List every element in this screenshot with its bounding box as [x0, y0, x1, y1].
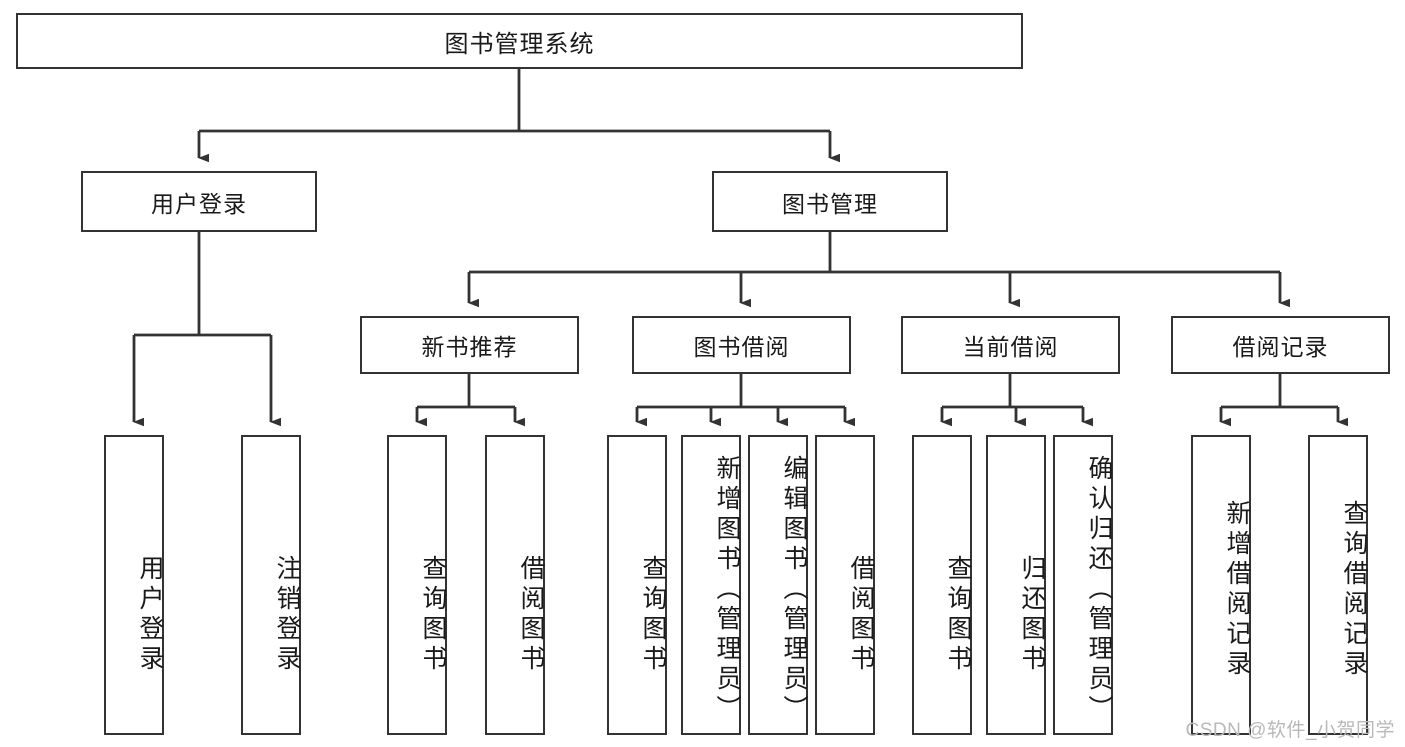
- node-leaf-3[interactable]: 借阅图书: [485, 435, 545, 735]
- node-label: 查询借阅记录: [1340, 500, 1368, 680]
- node-label: 图书管理: [782, 190, 878, 217]
- node-leaf-1[interactable]: 注销登录: [241, 435, 301, 735]
- node-leaf-9[interactable]: 归还图书: [986, 435, 1046, 735]
- node-level3-3[interactable]: 借阅记录: [1171, 316, 1390, 374]
- node-label: 新书推荐: [421, 334, 518, 360]
- csdn-watermark: CSDN @软件_小贺同学: [1185, 720, 1395, 741]
- node-leaf-12[interactable]: 查询借阅记录: [1308, 435, 1368, 735]
- node-label: 借阅图书: [517, 555, 545, 675]
- node-label: 图书借阅: [693, 334, 790, 360]
- node-leaf-0[interactable]: 用户登录: [104, 435, 164, 735]
- node-leaf-8[interactable]: 查询图书: [912, 435, 972, 735]
- node-label: 确认归还（管理员）: [1085, 455, 1113, 725]
- node-label: 借阅记录: [1232, 334, 1329, 360]
- node-level3-0[interactable]: 新书推荐: [360, 316, 579, 374]
- node-label: 图书管理系统: [444, 30, 595, 58]
- node-label: 查询图书: [944, 555, 972, 675]
- node-label: 借阅图书: [847, 555, 875, 675]
- node-label: 当前借阅: [962, 334, 1059, 360]
- node-level2-1[interactable]: 图书管理: [712, 171, 948, 232]
- node-level3-2[interactable]: 当前借阅: [901, 316, 1120, 374]
- node-leaf-10[interactable]: 确认归还（管理员）: [1053, 435, 1113, 735]
- node-leaf-6[interactable]: 编辑图书（管理员）: [748, 435, 808, 735]
- node-label: 查询图书: [419, 555, 447, 675]
- node-label: 新增图书（管理员）: [713, 455, 741, 725]
- node-leaf-2[interactable]: 查询图书: [387, 435, 447, 735]
- node-label: 查询图书: [639, 555, 667, 675]
- node-level2-0[interactable]: 用户登录: [81, 171, 317, 232]
- node-label: 注销登录: [273, 555, 301, 675]
- node-root-system[interactable]: 图书管理系统: [16, 13, 1023, 69]
- node-leaf-11[interactable]: 新增借阅记录: [1191, 435, 1251, 735]
- node-label: 归还图书: [1018, 555, 1046, 675]
- node-label: 新增借阅记录: [1223, 500, 1251, 680]
- node-label: 编辑图书（管理员）: [780, 455, 808, 725]
- node-level3-1[interactable]: 图书借阅: [632, 316, 851, 374]
- node-leaf-4[interactable]: 查询图书: [607, 435, 667, 735]
- node-label: 用户登录: [136, 555, 164, 675]
- node-leaf-7[interactable]: 借阅图书: [815, 435, 875, 735]
- node-leaf-5[interactable]: 新增图书（管理员）: [681, 435, 741, 735]
- node-label: 用户登录: [151, 190, 247, 217]
